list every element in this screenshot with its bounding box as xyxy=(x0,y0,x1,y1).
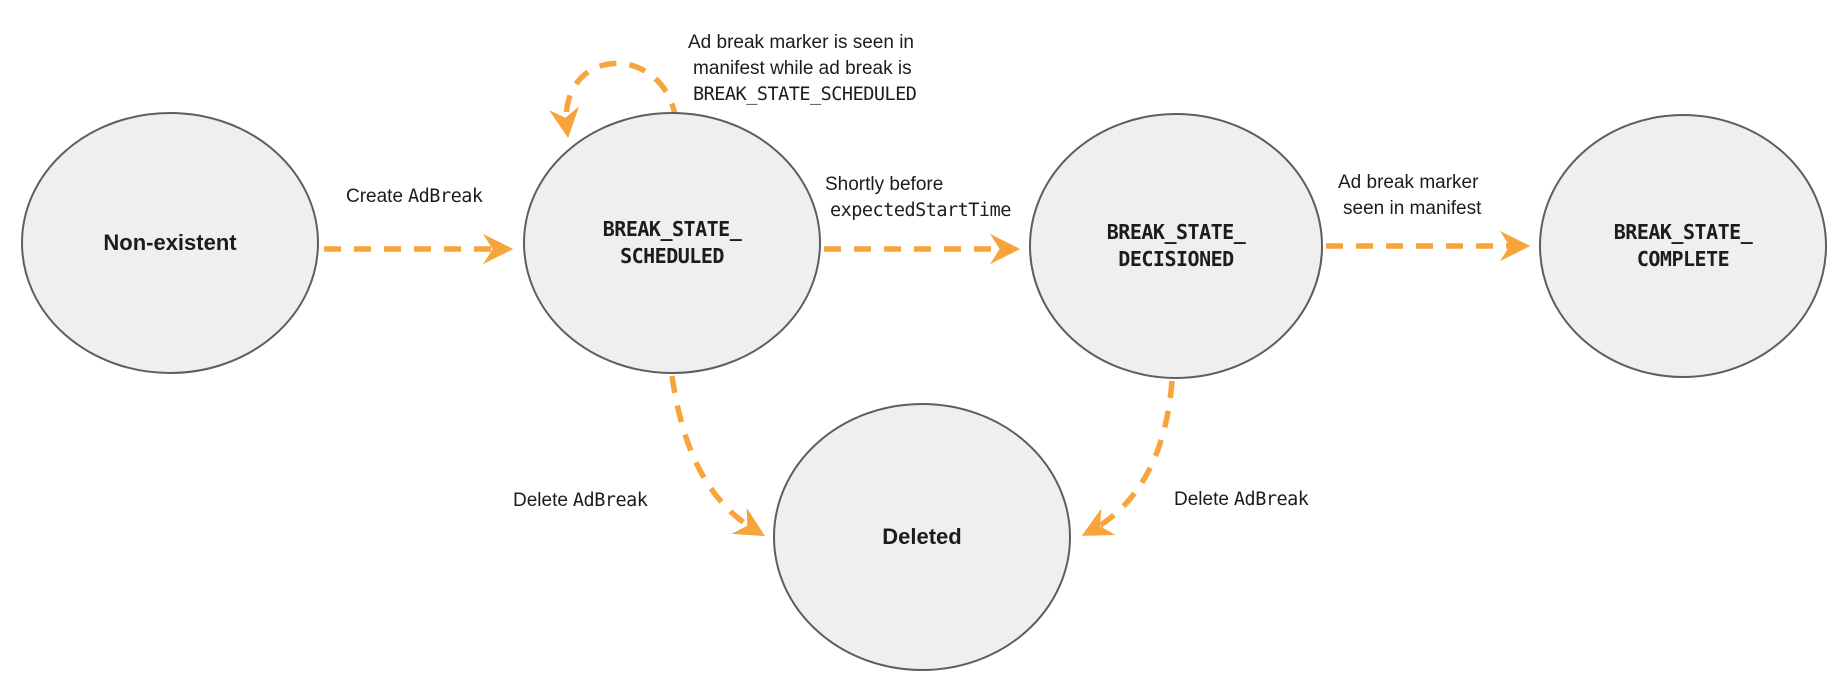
edge-scheduled-to-deleted xyxy=(669,375,766,537)
state-label-non-existent: Non-existent xyxy=(103,230,237,255)
state-complete-circle xyxy=(1539,114,1827,378)
label-create-adbreak-text: Create xyxy=(346,186,404,207)
label-marker-seen: Ad break marker seen in manifest xyxy=(1338,170,1481,222)
label-delete-left-text: Delete xyxy=(513,490,568,511)
state-deleted-circle xyxy=(773,403,1071,671)
edge-decisioned-to-deleted xyxy=(1081,380,1175,536)
label-delete-left-code: AdBreak xyxy=(572,490,648,511)
label-marker-seen-while-scheduled: Ad break marker is seen in manifest whil… xyxy=(688,30,917,108)
state-non-existent-circle xyxy=(21,112,319,374)
label-shortly-before-text: Shortly before xyxy=(825,174,944,195)
label-shortly-before: Shortly before expectedStartTime xyxy=(825,172,1011,224)
label-marker-seen-line1: Ad break marker xyxy=(1338,172,1479,193)
label-delete-right-text: Delete xyxy=(1174,489,1229,510)
state-label-scheduled: BREAK_STATE_ SCHEDULED xyxy=(602,217,742,268)
state-decisioned-circle xyxy=(1029,113,1323,379)
state-label-deleted: Deleted xyxy=(882,524,962,549)
label-loop-line1: Ad break marker is seen in xyxy=(688,32,914,53)
state-label-complete: BREAK_STATE_ COMPLETE xyxy=(1613,220,1753,271)
label-create-adbreak-code: AdBreak xyxy=(408,186,483,207)
label-delete-right-code: AdBreak xyxy=(1233,489,1309,510)
label-loop-line3-code: BREAK_STATE_SCHEDULED xyxy=(693,84,917,105)
state-label-decisioned: BREAK_STATE_ DECISIONED xyxy=(1106,220,1246,271)
edge-self-loop-scheduled xyxy=(549,60,679,139)
state-scheduled-circle xyxy=(523,112,821,374)
label-loop-line2: manifest while ad break is xyxy=(693,58,912,79)
label-expected-start-time-code: expectedStartTime xyxy=(830,200,1011,221)
label-marker-seen-line2: seen in manifest xyxy=(1343,198,1482,219)
